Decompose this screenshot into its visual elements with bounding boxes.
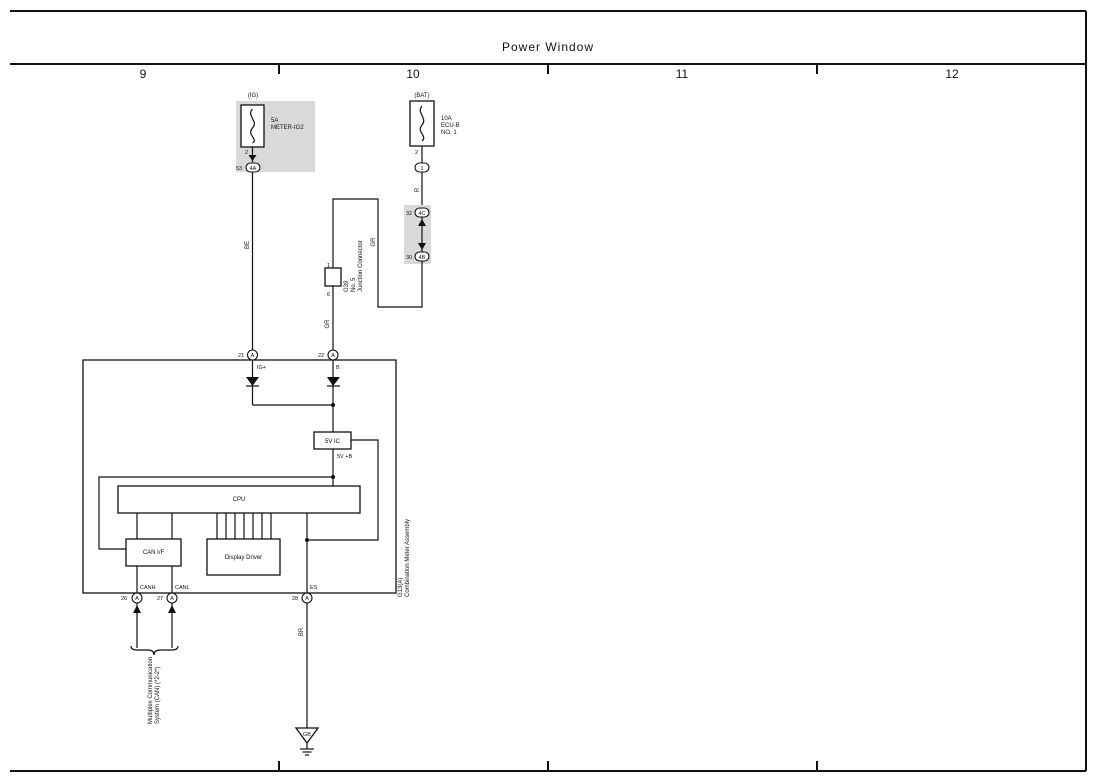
junction-connector-g39: 1 6 G39 No. 5 Junction Connector bbox=[324, 240, 364, 298]
can-bus-brace bbox=[130, 645, 179, 656]
terminal-label-ig: IG+ bbox=[257, 365, 266, 371]
meter-pin-21: 21 bbox=[238, 353, 244, 359]
arrow-up-icon bbox=[168, 605, 176, 613]
wire-color-be: BE bbox=[245, 241, 251, 249]
fuse-symbol bbox=[240, 104, 265, 148]
junction-pin-1: 1 bbox=[327, 263, 330, 269]
pin-letter-21: A bbox=[251, 353, 255, 359]
fuse-amp-bat: 10A bbox=[441, 116, 452, 122]
diode-icon bbox=[327, 377, 340, 386]
junction-pin-6: 6 bbox=[327, 292, 330, 298]
pin-letter-28: A bbox=[305, 596, 309, 602]
meter-pin-22: 22 bbox=[318, 353, 324, 359]
ground-gb: BR GB bbox=[294, 603, 320, 756]
fuse-pin-bat: 2 bbox=[415, 150, 418, 156]
can-bus-lines: Multiplex Communication System (CAN) (*2… bbox=[130, 603, 179, 724]
fuse-source-ig: (IG) bbox=[248, 93, 258, 99]
diagram-frame bbox=[10, 10, 1087, 772]
conn-pin-32: 32 bbox=[406, 211, 412, 217]
diode-icon bbox=[246, 377, 259, 386]
column-label-11: 11 bbox=[676, 67, 689, 81]
arrow-down-icon bbox=[418, 243, 426, 250]
pin-letter-22: A bbox=[331, 353, 335, 359]
junction-dot bbox=[331, 403, 335, 407]
ground-code: GB bbox=[303, 732, 311, 738]
display-driver-block bbox=[206, 538, 281, 576]
fuse-amp-ig: 5A bbox=[271, 118, 278, 124]
fuse-pin-ig: 2 bbox=[245, 150, 248, 156]
wire-color-gr-lower: GR bbox=[325, 319, 331, 329]
connector-4c-4b: 32 4C 30 4B bbox=[404, 205, 431, 264]
arrow-up-icon bbox=[133, 605, 141, 613]
ic-5v-label: 5V IC bbox=[325, 439, 341, 445]
fuse-link-icon bbox=[250, 108, 255, 144]
column-label-9: 9 bbox=[140, 67, 147, 81]
connector-4c-label: 4C bbox=[418, 211, 425, 217]
cpu-block bbox=[117, 485, 361, 514]
meter-pin-26: 26 bbox=[121, 596, 127, 602]
display-driver-label: Display Driver bbox=[225, 555, 262, 561]
output-label-5v: 5V +B bbox=[337, 454, 352, 460]
terminal-label-canh: CANH bbox=[140, 585, 156, 591]
terminal-label-es: ES bbox=[310, 585, 318, 591]
pin-letter-26: A bbox=[135, 596, 139, 602]
connector-4b-label: 4B bbox=[419, 255, 426, 261]
meter-code: G13(A) bbox=[398, 578, 404, 597]
connector-1-label: 1 bbox=[420, 166, 423, 172]
fuse-symbol-bat bbox=[409, 100, 435, 147]
connector-4a-label: 4A bbox=[250, 166, 257, 172]
can-bus-label-1: Multiplex Communication bbox=[148, 657, 154, 724]
fuse-name-bat-2: NO. 1 bbox=[441, 130, 457, 136]
can-if-label: CAN I/F bbox=[143, 550, 165, 556]
junction-name-2: Junction Connector bbox=[358, 240, 364, 292]
fuse-name-ig: METER-IG2 bbox=[271, 125, 304, 131]
fuse-link-icon bbox=[419, 105, 425, 142]
fuse-meter-ig2: (IG) 5A METER-IG2 2 53 4A bbox=[236, 93, 315, 173]
can-bus-label-2: System (CAN) (*2-2*) bbox=[155, 667, 161, 724]
column-label-10: 10 bbox=[406, 67, 420, 81]
meter-pin-28: 28 bbox=[292, 596, 298, 602]
wire-color-br: BR bbox=[299, 627, 305, 636]
fuse-ecu-b: (BAT) 10A ECU-B NO. 1 2 1 bbox=[409, 93, 460, 173]
junction-name: No. 5 bbox=[351, 277, 357, 292]
terminal-label-b: B bbox=[336, 365, 340, 371]
conn-pin-30: 30 bbox=[406, 255, 412, 261]
conn-pin-53: 53 bbox=[236, 166, 242, 172]
can-if-block bbox=[125, 538, 182, 567]
fuse-source-bat: (BAT) bbox=[414, 93, 429, 99]
fuse-name-bat: ECU-B bbox=[441, 123, 460, 129]
junction-code: G39 bbox=[344, 280, 350, 292]
arrow-up-icon bbox=[418, 219, 426, 226]
terminal-label-canl: CANL bbox=[175, 585, 190, 591]
pin-letter-27: A bbox=[170, 596, 174, 602]
column-label-12: 12 bbox=[945, 67, 959, 81]
wire-color-r: R bbox=[415, 187, 421, 192]
arrow-down-icon bbox=[248, 155, 257, 161]
ground-symbol-icon bbox=[294, 727, 320, 745]
wire-gr-loop bbox=[332, 198, 423, 308]
wire-color-gr-upper: GR bbox=[371, 237, 377, 247]
diagram-title: Power Window bbox=[502, 40, 594, 54]
meter-name: Combination Meter Assembly bbox=[405, 519, 411, 597]
cpu-label: CPU bbox=[233, 497, 246, 503]
meter-pin-27: 27 bbox=[157, 596, 163, 602]
combination-meter-assembly: 21 A 22 A IG+ B 5V IC 5V +B CPU CAN I/F bbox=[82, 349, 411, 604]
